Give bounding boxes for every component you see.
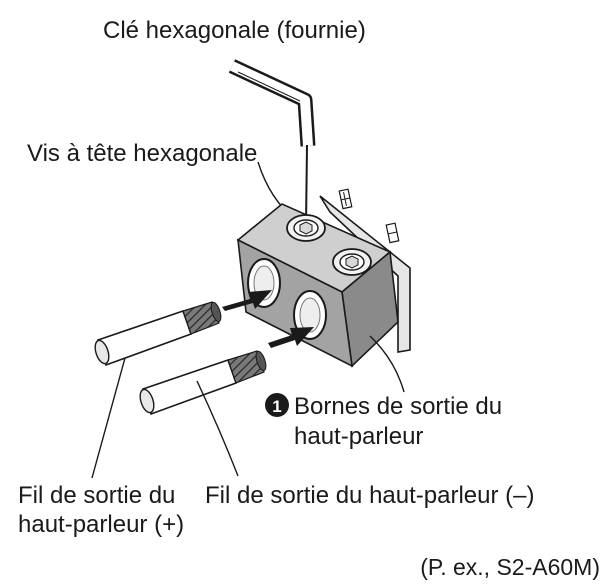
terminal-label-line2: haut-parleur	[294, 423, 423, 450]
hex-screw-label: Vis à tête hexagonale	[27, 140, 257, 167]
terminal-bracket	[319, 188, 411, 353]
insert-arrow-plus-icon	[222, 290, 272, 311]
terminal-leader	[369, 335, 405, 393]
insert-arrow-minus-icon	[268, 327, 314, 348]
hex-key-label: Clé hexagonale (fournie)	[103, 17, 366, 44]
terminal-number-badge: 1	[265, 393, 289, 417]
terminal-label-line1: Bornes de sortie du	[294, 393, 502, 420]
example-note: (P. ex., S2-A60M)	[420, 554, 600, 580]
wire-plus-leader	[91, 357, 126, 479]
wire-minus-label: Fil de sortie du haut-parleur (–)	[205, 482, 534, 509]
speaker-wire-plus	[94, 301, 222, 367]
terminal-block	[236, 203, 399, 368]
wire-plus-label-line2: haut-parleur (+)	[18, 511, 184, 538]
hex-screw-second-icon	[332, 248, 372, 276]
speaker-wire-minus	[139, 350, 267, 416]
hex-screw-icon	[286, 214, 326, 242]
wire-minus-leader	[196, 380, 239, 477]
terminal-number: 1	[272, 397, 281, 416]
wire-plus-label-line1: Fil de sortie du	[18, 482, 175, 509]
hex-key-icon	[228, 59, 316, 226]
